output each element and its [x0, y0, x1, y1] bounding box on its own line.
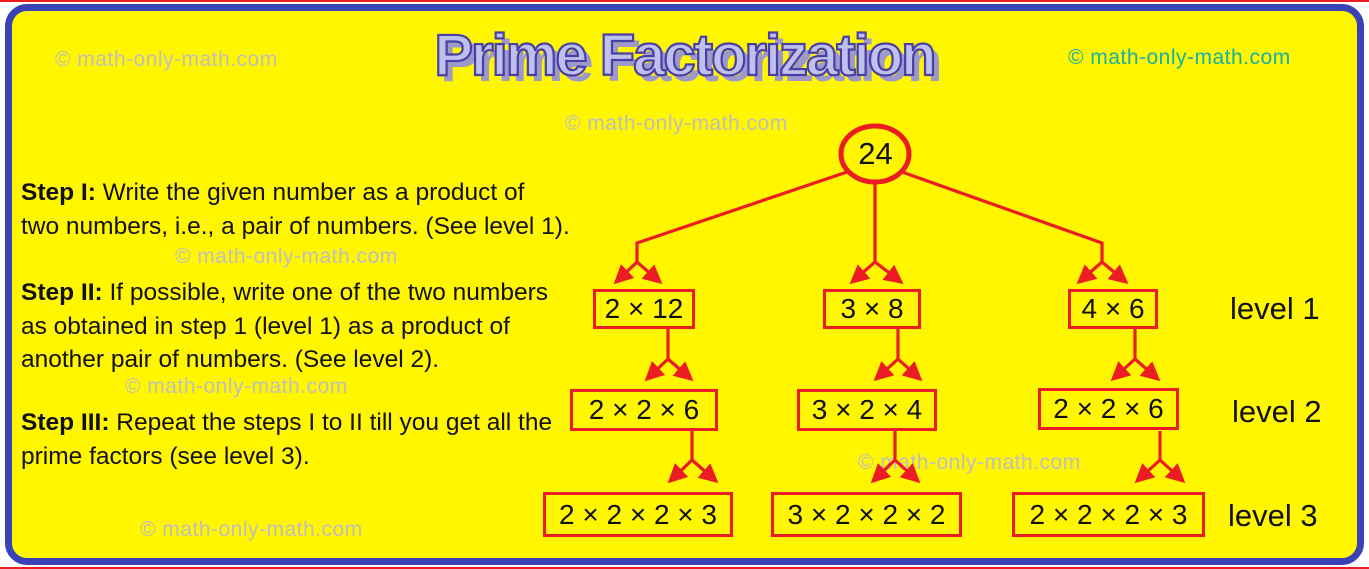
level-3-label: level 3 [1228, 498, 1318, 533]
step-3-label: Step III: [21, 409, 110, 436]
factor-box-level3-3: 2 × 2 × 2 × 3 [1012, 492, 1205, 537]
bottom-edge-line [0, 567, 1369, 569]
level-1-label: level 1 [1230, 291, 1320, 326]
factor-box-level1-3: 4 × 6 [1068, 289, 1158, 329]
page-title: Prime Factorization [433, 22, 937, 89]
factor-box-level1-1: 2 × 12 [593, 289, 695, 329]
factor-box-level2-3: 2 × 2 × 6 [1038, 388, 1179, 430]
tree-root-value: 24 [858, 136, 893, 171]
factor-box-level2-2: 3 × 2 × 4 [797, 389, 937, 431]
top-edge-line [0, 0, 1369, 2]
watermark: © math-only-math.com [175, 245, 398, 268]
step-1-label: Step I: [21, 179, 96, 206]
factor-box-level2-1: 2 × 2 × 6 [570, 389, 718, 431]
level-2-label: level 2 [1232, 394, 1322, 429]
step-2-label: Step II: [21, 279, 103, 306]
watermark: © math-only-math.com [125, 375, 348, 398]
watermark: © math-only-math.com [55, 48, 278, 71]
step-3: Step III: Repeat the steps I to II till … [21, 406, 606, 473]
factor-box-level3-1: 2 × 2 × 2 × 3 [543, 492, 733, 537]
watermark: © math-only-math.com [140, 518, 363, 541]
watermark: © math-only-math.com [565, 112, 788, 135]
step-1-text: Write the given number as a product of t… [21, 179, 570, 240]
step-2: Step II: If possible, write one of the t… [21, 276, 606, 377]
factor-box-level3-2: 3 × 2 × 2 × 2 [771, 492, 962, 537]
watermark: © math-only-math.com [858, 451, 1081, 474]
step-3-text: Repeat the steps I to II till you get al… [21, 409, 553, 470]
step-1: Step I: Write the given number as a prod… [21, 176, 606, 243]
factor-box-level1-2: 3 × 8 [823, 289, 921, 329]
watermark: © math-only-math.com [1068, 46, 1291, 69]
step-2-text: If possible, write one of the two number… [21, 279, 548, 373]
